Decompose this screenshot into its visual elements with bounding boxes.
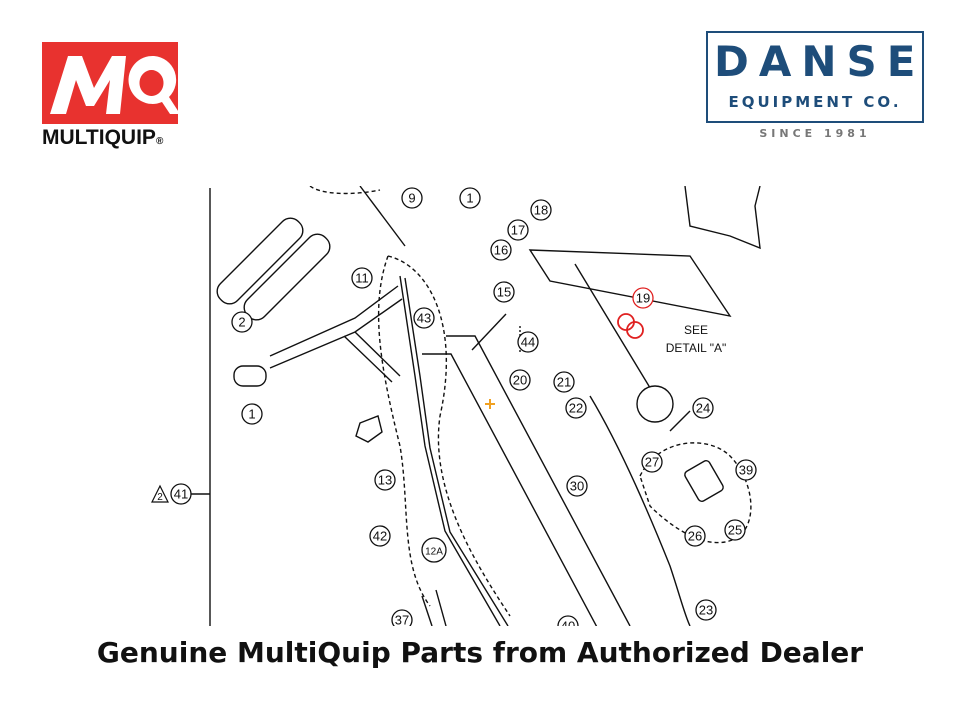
- callout-label: 41: [174, 487, 188, 502]
- callout-label: 44: [521, 335, 535, 350]
- callout-circle: [459, 187, 481, 209]
- callout-label: 15: [497, 285, 511, 300]
- danse-subtitle: EQUIPMENT CO.: [728, 93, 902, 111]
- callout-circle: [517, 331, 539, 353]
- callout-circle: [374, 469, 396, 491]
- callout-label: 19: [636, 291, 650, 306]
- callout-label: 11: [355, 271, 369, 286]
- callout-circle: [684, 525, 706, 547]
- callout-label: 40: [561, 619, 575, 627]
- callout-circle: [391, 609, 413, 626]
- callout-label: 17: [511, 223, 525, 238]
- callout-label: 26: [688, 529, 702, 544]
- callout-circle: [241, 403, 263, 425]
- callout-label: 1: [248, 407, 255, 422]
- callout-circle: [401, 187, 423, 209]
- callout-label: 24: [696, 401, 710, 416]
- highlight-rings: [617, 313, 644, 339]
- callout-label: 37: [395, 613, 409, 627]
- callout-label: 42: [373, 529, 387, 544]
- callout-label: 12A: [425, 547, 443, 558]
- footer-caption: Genuine MultiQuip Parts from Authorized …: [96, 636, 864, 669]
- callout-circle: [507, 219, 529, 241]
- mq-badge: [42, 42, 178, 124]
- danse-equipment-logo: DANSE EQUIPMENT CO. SINCE 1981: [706, 31, 928, 143]
- multiquip-wordmark: MULTIQUIP®: [42, 126, 163, 150]
- callout-circle: [692, 397, 714, 419]
- callout-label: 39: [739, 463, 753, 478]
- callout-circle: [490, 239, 512, 261]
- danse-since: SINCE 1981: [759, 127, 871, 140]
- callout-label: 23: [699, 603, 713, 618]
- callout-circle: [351, 267, 373, 289]
- callout-label: 1: [466, 191, 473, 206]
- multiquip-logo: MULTIQUIP®: [42, 42, 182, 152]
- callout-label: 13: [378, 473, 392, 488]
- callout-circle: [641, 451, 663, 473]
- callout-label: 9: [408, 191, 415, 206]
- danse-title: DANSE: [714, 37, 926, 86]
- callout-circle: [724, 519, 746, 541]
- diagram-linework: [186, 186, 761, 626]
- registered-mark: ®: [155, 136, 164, 147]
- callout-label: 16: [494, 243, 508, 258]
- warning-number: 2: [157, 492, 163, 503]
- callout-circle: [557, 615, 579, 626]
- callout-circle: [566, 475, 588, 497]
- callout-circle: [553, 371, 575, 393]
- callout-circle: [493, 281, 515, 303]
- callout-circle: [369, 525, 391, 547]
- callout-label: 30: [570, 479, 584, 494]
- callout-label: 22: [569, 401, 583, 416]
- callout-circle: [632, 287, 654, 309]
- warning-triangle: [151, 484, 169, 503]
- callout-circle: [509, 369, 531, 391]
- brand-name: MULTIQUIP: [42, 126, 156, 149]
- callout-circle: [695, 599, 717, 621]
- callout-circle: [170, 483, 192, 505]
- callout-circle: [231, 311, 253, 333]
- callout-label: 43: [417, 311, 431, 326]
- callout-circle: [413, 307, 435, 329]
- detail-note-line2: DETAIL "A": [666, 341, 727, 355]
- center-marker: [485, 399, 495, 409]
- callout-circle: [735, 459, 757, 481]
- danse-logo-box: [706, 31, 924, 123]
- callout-label: 27: [645, 455, 659, 470]
- mq-letters-graphic: [50, 55, 178, 114]
- callout-circle: [530, 199, 552, 221]
- callout-circle: [565, 397, 587, 419]
- detail-note-line1: SEE: [684, 323, 708, 337]
- callout-label: 25: [728, 523, 742, 538]
- callout-label: 21: [557, 375, 571, 390]
- callout-label: 20: [513, 373, 527, 388]
- callout-label: 2: [238, 315, 245, 330]
- callout-circle: [421, 537, 447, 563]
- callout-label: 18: [534, 203, 548, 218]
